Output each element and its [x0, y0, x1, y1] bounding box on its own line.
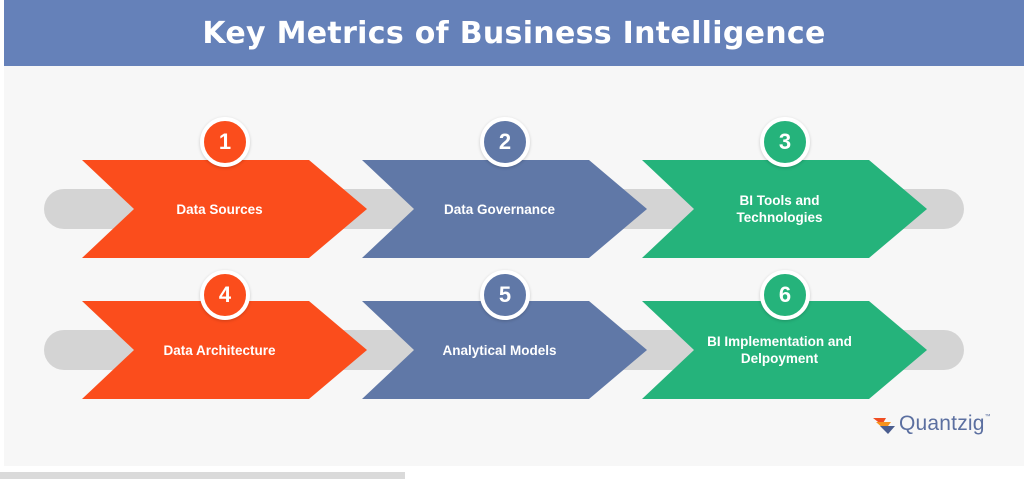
step-4-label: Data Architecture	[163, 342, 276, 358]
chevron-shape	[82, 301, 367, 399]
step-1-label: Data Sources	[176, 201, 263, 217]
quantzig-logo-icon	[873, 418, 895, 434]
chevron-shape	[642, 160, 927, 258]
step-3-arrow: BI Tools and Technologies	[642, 160, 927, 258]
step-4-arrow: Data Architecture	[82, 301, 367, 399]
step-6-arrow: BI Implementation and Delpoyment	[642, 301, 927, 399]
step-2-number-badge: 2	[480, 117, 530, 167]
step-5-arrow: Analytical Models	[362, 301, 647, 399]
chevron-shape	[642, 301, 927, 399]
title-banner: Key Metrics of Business Intelligence	[4, 0, 1024, 66]
step-1-arrow: Data Sources	[82, 160, 367, 258]
logo-wordmark: Quantzig	[899, 412, 985, 435]
page-title: Key Metrics of Business Intelligence	[202, 15, 826, 51]
step-5-label: Analytical Models	[442, 342, 557, 358]
step-3-number-badge: 3	[760, 117, 810, 167]
step-6-label: BI Implementation and Delpoyment	[707, 334, 852, 366]
step-4-number-badge: 4	[200, 270, 250, 320]
step-6-number-badge: 6	[760, 270, 810, 320]
step-1-number-badge: 1	[200, 117, 250, 167]
step-3-label: BI Tools and Technologies	[736, 193, 823, 225]
trademark-symbol: ™	[984, 414, 991, 420]
step-2-arrow: Data Governance	[362, 160, 647, 258]
chevron-shape	[82, 160, 367, 258]
bottom-scroll-strip	[0, 472, 405, 479]
quantzig-logo: Quantzig ™	[872, 410, 991, 438]
chevron-shape	[362, 160, 647, 258]
step-5-number-badge: 5	[480, 270, 530, 320]
step-2-label: Data Governance	[443, 201, 556, 217]
chevron-shape	[362, 301, 647, 399]
